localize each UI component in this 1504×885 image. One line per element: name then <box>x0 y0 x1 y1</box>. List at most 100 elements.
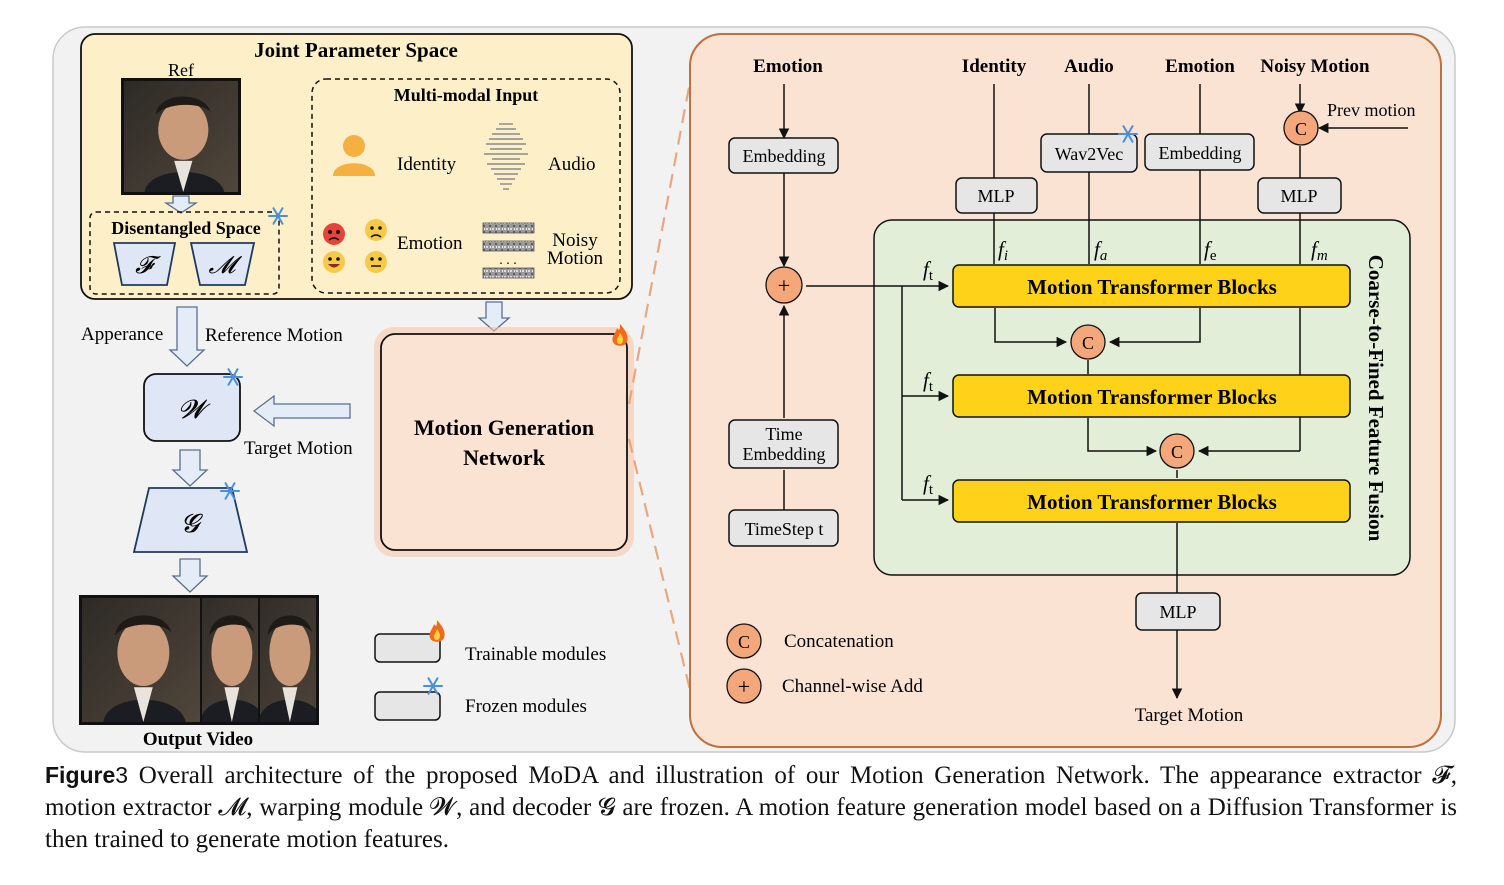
mlp-identity-box: MLP <box>955 177 1038 214</box>
noisy-motion-input: Noisy Motion <box>1260 56 1370 77</box>
emotion-label: Emotion <box>397 233 463 254</box>
feature-labels: ft ft ft fi fa fe fm <box>923 237 1328 498</box>
motion-generation-network: Motion Generation Network <box>374 324 634 557</box>
disentangled-space: Disentangled Space 𝓕 𝓜 <box>89 207 288 295</box>
decoder-module: 𝓖 <box>132 482 249 553</box>
block-1-label: Motion Transformer Blocks <box>1027 275 1277 299</box>
emotion-input-right: Emotion <box>1165 56 1235 77</box>
multimodal-input: Multi-modal Input Identity Audio <box>311 78 621 294</box>
timestep-label: TimeStep t <box>745 519 824 539</box>
concat-symbol: C <box>1171 442 1183 462</box>
embedding-box-left: Embedding <box>728 137 839 174</box>
wav2vec-label: Wav2Vec <box>1055 144 1124 164</box>
mlp-identity-label: MLP <box>977 186 1014 206</box>
down-arrow-decoder <box>171 449 209 487</box>
architecture-diagram: Joint Parameter Space Ref Disentangled S… <box>52 26 1456 753</box>
appearance-label: Apperance <box>81 324 163 345</box>
reference-motion-label: Reference Motion <box>205 325 343 346</box>
caption-text: Overall architecture of the proposed MoD… <box>45 762 1458 853</box>
motion-extractor-shape <box>189 242 256 286</box>
module-legend: Trainable modules Frozen modules <box>374 620 606 721</box>
fe-label: fe <box>1204 237 1217 264</box>
output-label: Output Video <box>143 729 253 750</box>
fusion-title: Coarse-to-Fined Feature Fusion <box>1364 255 1388 542</box>
frozen-label: Frozen modules <box>465 696 587 717</box>
disentangled-label: Disentangled Space <box>111 218 261 238</box>
identity-input: Identity <box>962 56 1027 77</box>
add-legend-icon <box>726 668 762 704</box>
neutral-emoji-icon <box>365 251 387 273</box>
block-3-label: Motion Transformer Blocks <box>1027 490 1277 514</box>
concat-symbol: C <box>1295 119 1307 139</box>
svg-text:. . .: . . . <box>499 253 517 268</box>
appearance-extractor-shape <box>112 242 177 286</box>
wav2vec-box: Wav2Vec <box>1040 125 1138 173</box>
noisy-label-2: Motion <box>547 248 603 269</box>
ref-label: Ref <box>168 60 194 80</box>
worried-emoji-icon <box>365 219 387 241</box>
figure-caption: Figure3 Overall architecture of the prop… <box>45 759 1457 856</box>
joint-parameter-space: Joint Parameter Space Ref Disentangled S… <box>80 33 633 300</box>
concat-legend-symbol: C <box>738 632 750 652</box>
embedding-left-label: Embedding <box>743 146 826 166</box>
concat-operator-2: C <box>1159 433 1195 469</box>
mgn-label-1: Motion Generation <box>414 415 594 440</box>
trainable-label: Trainable modules <box>465 644 606 665</box>
mlp-output-label: MLP <box>1159 602 1196 622</box>
prev-motion-label: Prev motion <box>1327 100 1416 120</box>
operator-legend: C Concatenation + Channel-wise Add <box>726 623 923 704</box>
transformer-block-1: Motion Transformer Blocks <box>952 264 1351 308</box>
target-motion-output: Target Motion <box>1135 705 1244 726</box>
ref-image <box>121 78 241 195</box>
emotion-input-left: Emotion <box>753 56 823 77</box>
ft-label-1: ft <box>923 257 934 284</box>
transformer-block-3: Motion Transformer Blocks <box>952 479 1351 523</box>
down-arrow-output <box>171 558 209 593</box>
identity-label: Identity <box>397 154 457 175</box>
mlp-output-box: MLP <box>1135 592 1221 631</box>
mgn-label-2: Network <box>463 445 546 470</box>
time-embedding-label-1: Time <box>765 424 802 444</box>
happy-emoji-icon <box>323 251 345 273</box>
mlp-noisy-box: MLP <box>1257 177 1342 214</box>
down-arrow-ref <box>163 195 199 214</box>
add-legend-label: Channel-wise Add <box>782 676 923 697</box>
transformer-block-2: Motion Transformer Blocks <box>952 374 1351 418</box>
fm-label: fm <box>1311 237 1328 264</box>
ft-label-3: ft <box>923 471 934 498</box>
output-video: Output Video <box>79 595 319 750</box>
connectors <box>778 84 1408 700</box>
audio-input: Audio <box>1064 56 1114 77</box>
person-icon <box>333 135 375 176</box>
concat-legend-icon <box>726 623 762 659</box>
warping-module: 𝓦 <box>143 368 243 442</box>
fa-label: fa <box>1094 237 1107 264</box>
add-legend-symbol: + <box>738 674 750 699</box>
symbol-g: 𝓖 <box>181 509 204 538</box>
target-motion-label: Target Motion <box>244 438 353 459</box>
frozen-legend-box <box>374 691 441 721</box>
concat-symbol: C <box>1082 333 1094 353</box>
block-2-label: Motion Transformer Blocks <box>1027 385 1277 409</box>
waveform-icon <box>484 123 528 190</box>
trainable-legend-box <box>374 633 441 663</box>
left-arrow-target-motion <box>252 394 351 428</box>
noise-strips-icon: . . . <box>482 222 535 279</box>
down-arrow-appearance <box>168 306 206 367</box>
down-arrow-mgn <box>477 301 511 332</box>
fi-label: fi <box>998 237 1008 264</box>
embedding-right-label: Embedding <box>1159 143 1242 163</box>
caption-label: Figure3 <box>45 762 129 788</box>
concat-legend-label: Concatenation <box>784 631 894 652</box>
ft-label-2: ft <box>923 368 934 395</box>
audio-label: Audio <box>548 154 596 175</box>
concat-operator-prev: C <box>1283 110 1319 146</box>
concat-operator-1: C <box>1070 324 1106 360</box>
multimodal-title: Multi-modal Input <box>394 85 539 105</box>
noisy-label-1: Noisy <box>552 230 598 251</box>
embedding-box-right: Embedding <box>1144 133 1255 171</box>
time-embedding-label-2: Embedding <box>743 444 826 464</box>
add-symbol: + <box>778 273 790 298</box>
time-embedding-box: Time Embedding <box>728 419 839 469</box>
angry-emoji-icon <box>323 223 345 245</box>
